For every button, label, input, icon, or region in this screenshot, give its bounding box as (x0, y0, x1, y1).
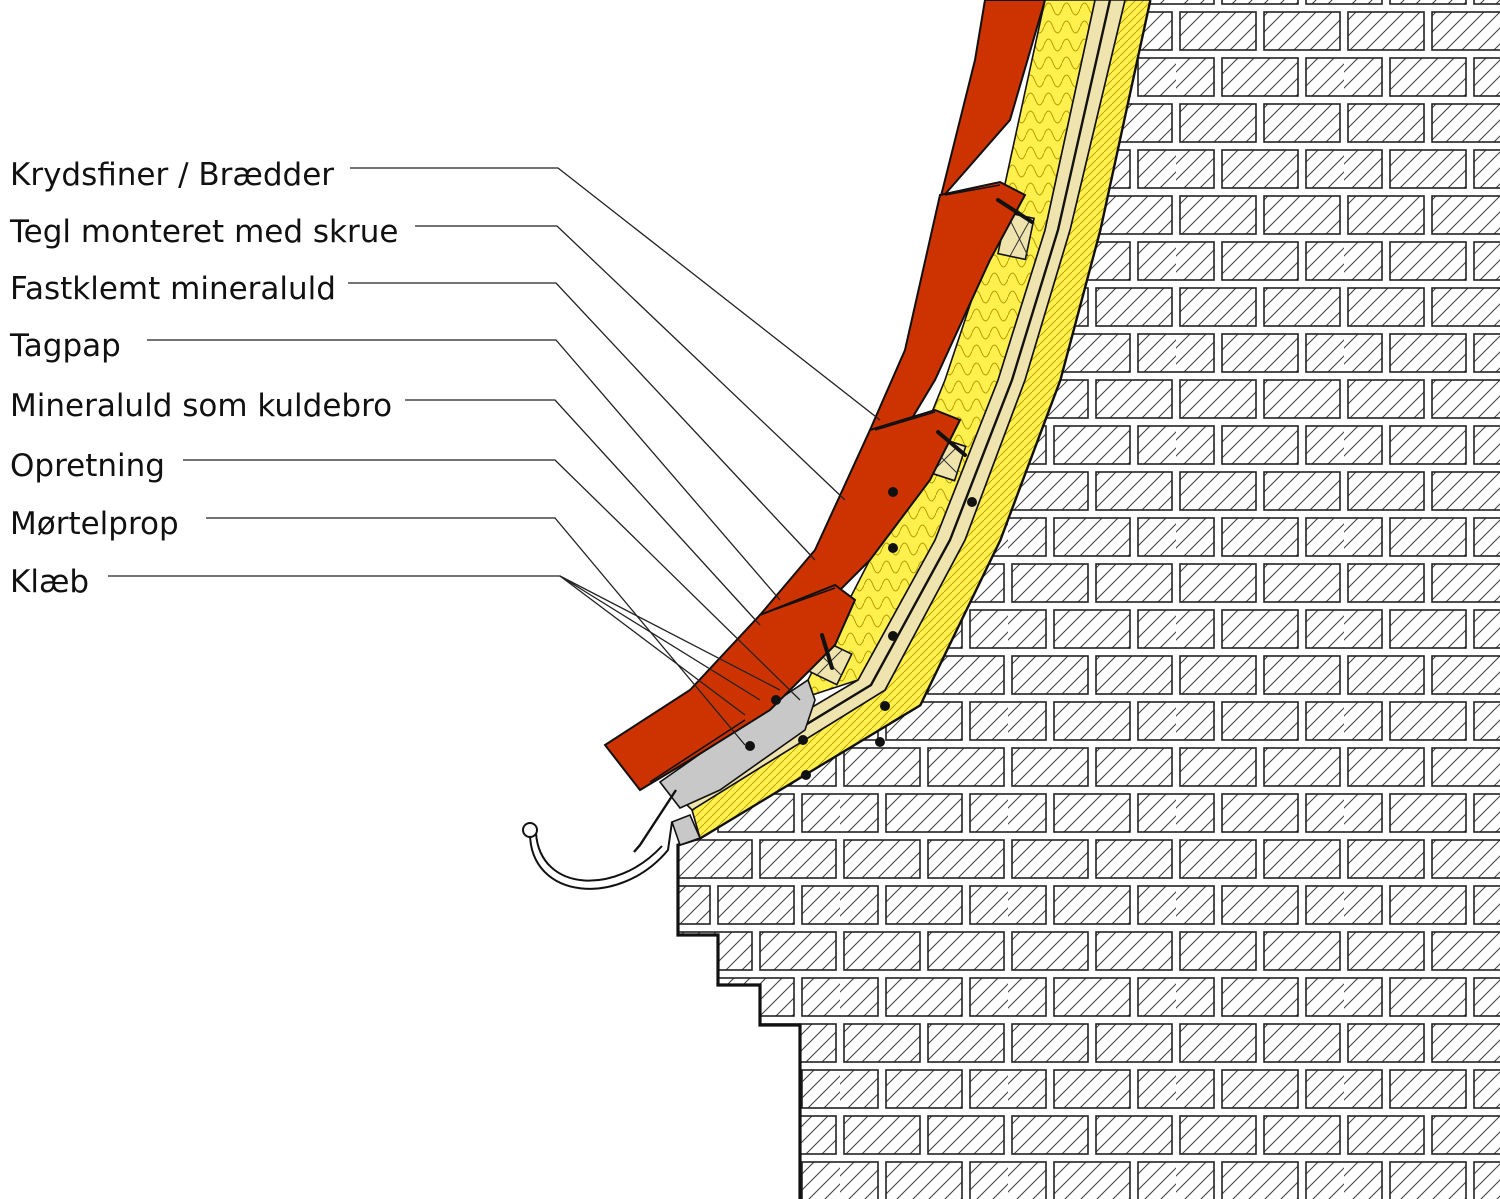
label-krydsfiner: Krydsfiner / Brædder (10, 157, 334, 193)
label-klaeb: Klæb (10, 564, 89, 600)
adhesive-dots (745, 487, 977, 780)
roof-tiles (603, 0, 1047, 792)
label-tagpap: Tagpap (9, 328, 121, 364)
label-fastklemt: Fastklemt mineraluld (10, 271, 336, 307)
screw-icon (820, 198, 1034, 670)
label-kuldebro: Mineraluld som kuldebro (10, 388, 392, 424)
leader-lines (108, 167, 881, 746)
tile-overlap-lines (649, 184, 1001, 783)
roofing-felt-line (681, 0, 1112, 802)
half-round-gutter-icon (522, 789, 678, 890)
eave-board (670, 813, 702, 847)
label-opretning: Opretning (10, 448, 165, 484)
labels: Krydsfiner / Brædder Tegl monteret med s… (9, 157, 398, 600)
label-tegl: Tegl monteret med skrue (9, 214, 398, 250)
label-mortelprop: Mørtelprop (10, 506, 179, 542)
